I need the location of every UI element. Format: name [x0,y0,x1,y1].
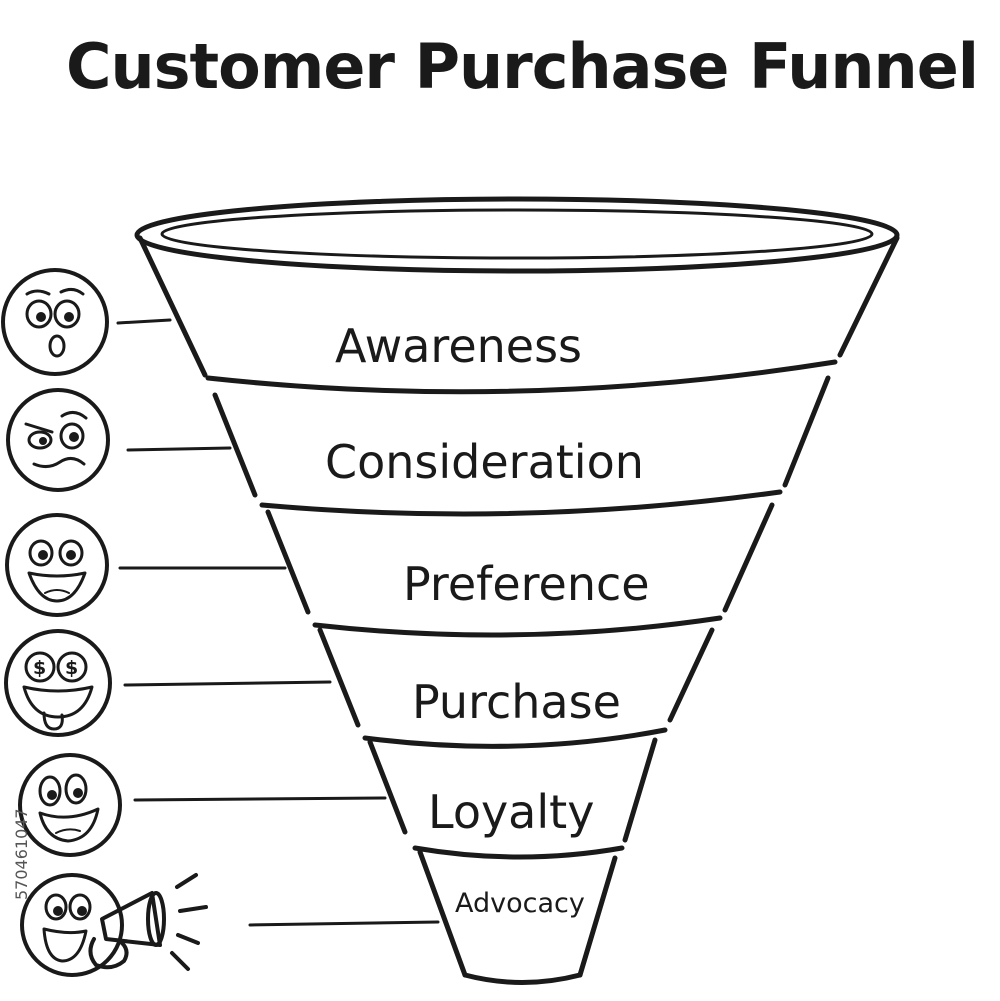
stage-label-advocacy: Advocacy [455,888,585,919]
page-title: Customer Purchase Funnel [66,30,978,103]
surprised-face-icon [1,268,109,376]
happy-face-icon [5,513,109,617]
band-divider [259,489,783,517]
band-divider [412,845,625,860]
connector-line [133,796,387,802]
funnel [134,196,900,985]
funnel-rim-inner [160,208,874,260]
funnel-bottom [462,972,583,985]
band-divider [362,727,668,749]
band-divider [205,359,838,395]
funnel-left-side [137,235,468,978]
funnel-rim [134,196,900,274]
skeptical-face-icon [6,388,110,492]
grinning-face-icon [18,753,122,857]
stage-label-preference: Preference [403,557,650,611]
connector-line [116,318,172,325]
connector-lines [116,318,440,927]
connector-line [123,680,332,687]
funnel-band-dividers [205,359,838,860]
stage-label-consideration: Consideration [325,435,644,489]
connector-line [126,446,232,452]
stage-label-purchase: Purchase [412,675,621,729]
stage-label-awareness: Awareness [335,319,582,373]
svg-text:$: $ [65,657,78,679]
band-divider [312,615,723,638]
connector-line [248,920,440,927]
funnel-right-side [577,235,900,978]
svg-text:$: $ [33,657,46,679]
watermark: 570461047 [12,808,31,900]
funnel-stage-labels: Awareness Consideration Preference Purch… [325,319,650,919]
megaphone-face-icon [20,873,208,977]
stage-label-loyalty: Loyalty [428,785,594,839]
dollar-eyes-face-icon: $ $ [4,629,112,737]
